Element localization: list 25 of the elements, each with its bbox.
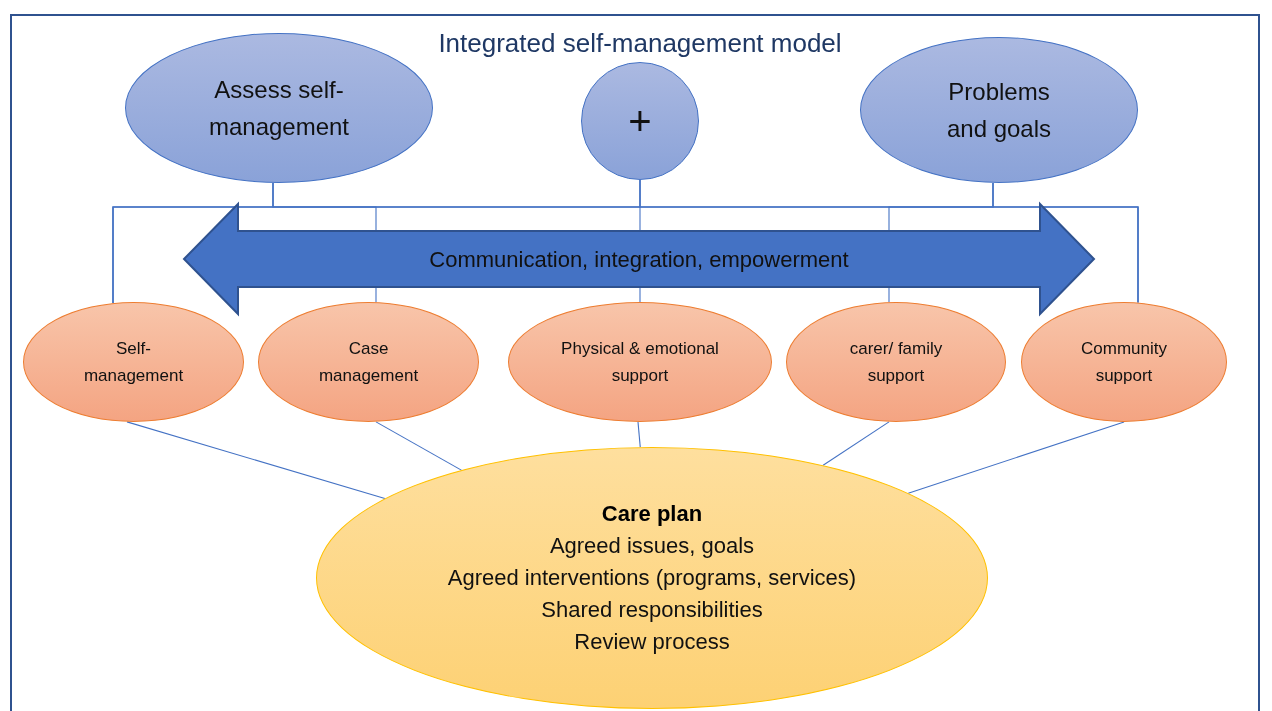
care-plan-item: Agreed issues, goals xyxy=(549,532,755,561)
double-arrow-shape xyxy=(184,204,1094,314)
connector-line xyxy=(992,182,1139,304)
connector-line xyxy=(375,421,462,471)
connector-line xyxy=(637,421,641,448)
node-label: Case management xyxy=(317,337,420,387)
heading-text: Care plan xyxy=(601,500,703,529)
diagram-title: Integrated self-management model xyxy=(437,28,843,59)
node-label: Community support xyxy=(1080,337,1168,387)
node-label: Assess self-management xyxy=(207,74,351,142)
node-label: Self-management xyxy=(82,337,185,387)
node-label: carer/ family support xyxy=(848,337,944,387)
care-plan-item: Agreed interventions (programs, services) xyxy=(447,564,857,593)
node-label: Physical & emotional support xyxy=(560,337,720,387)
connector-line xyxy=(375,285,377,303)
connector-line xyxy=(126,421,386,500)
care-plan-item: Shared responsibilities xyxy=(541,595,763,624)
connector-line xyxy=(888,285,890,303)
arrow-label: Communication, integration, empowerment xyxy=(429,246,849,273)
care-plan-item: Review process xyxy=(574,627,730,656)
connector-line xyxy=(639,285,641,303)
connector-line xyxy=(822,421,890,466)
plus-sign: + xyxy=(628,98,652,144)
connector-line xyxy=(907,421,1125,494)
node-label: Problems and goals xyxy=(945,76,1053,144)
